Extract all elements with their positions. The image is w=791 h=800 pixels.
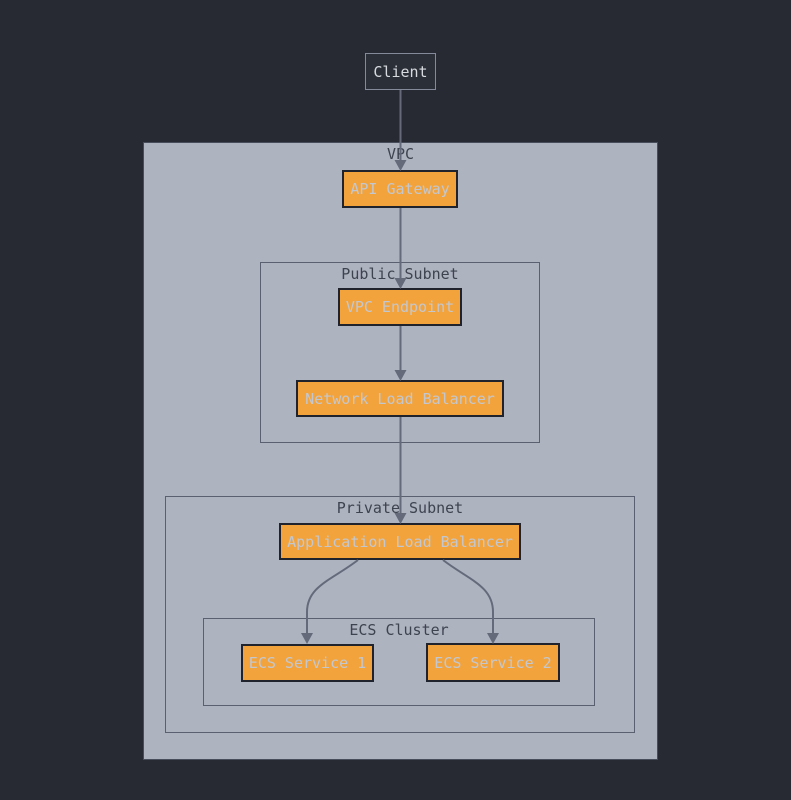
- node-network-load-balancer: Network Load Balancer: [296, 380, 504, 417]
- container-ecs-cluster: ECS Cluster: [203, 618, 595, 706]
- container-public-subnet-label: Public Subnet: [341, 265, 459, 283]
- node-client: Client: [365, 53, 436, 90]
- node-vpc-endpoint-label: VPC Endpoint: [345, 298, 455, 316]
- node-vpc-endpoint: VPC Endpoint: [338, 288, 462, 326]
- container-ecs-cluster-label: ECS Cluster: [349, 621, 449, 639]
- node-ecs-service-2: ECS Service 2: [426, 643, 560, 682]
- container-private-subnet-label: Private Subnet: [336, 499, 464, 517]
- node-client-label: Client: [373, 62, 428, 81]
- node-api-gateway: API Gateway: [342, 170, 458, 208]
- node-ecs-service-1-label: ECS Service 1: [248, 654, 367, 672]
- node-application-load-balancer: Application Load Balancer: [279, 523, 521, 560]
- node-api-gateway-label: API Gateway: [350, 180, 450, 198]
- node-application-load-balancer-label: Application Load Balancer: [287, 532, 513, 551]
- node-ecs-service-2-label: ECS Service 2: [434, 653, 552, 672]
- node-ecs-service-1: ECS Service 1: [241, 644, 374, 682]
- node-network-load-balancer-label: Network Load Balancer: [305, 389, 495, 408]
- container-vpc-label: VPC: [386, 145, 415, 163]
